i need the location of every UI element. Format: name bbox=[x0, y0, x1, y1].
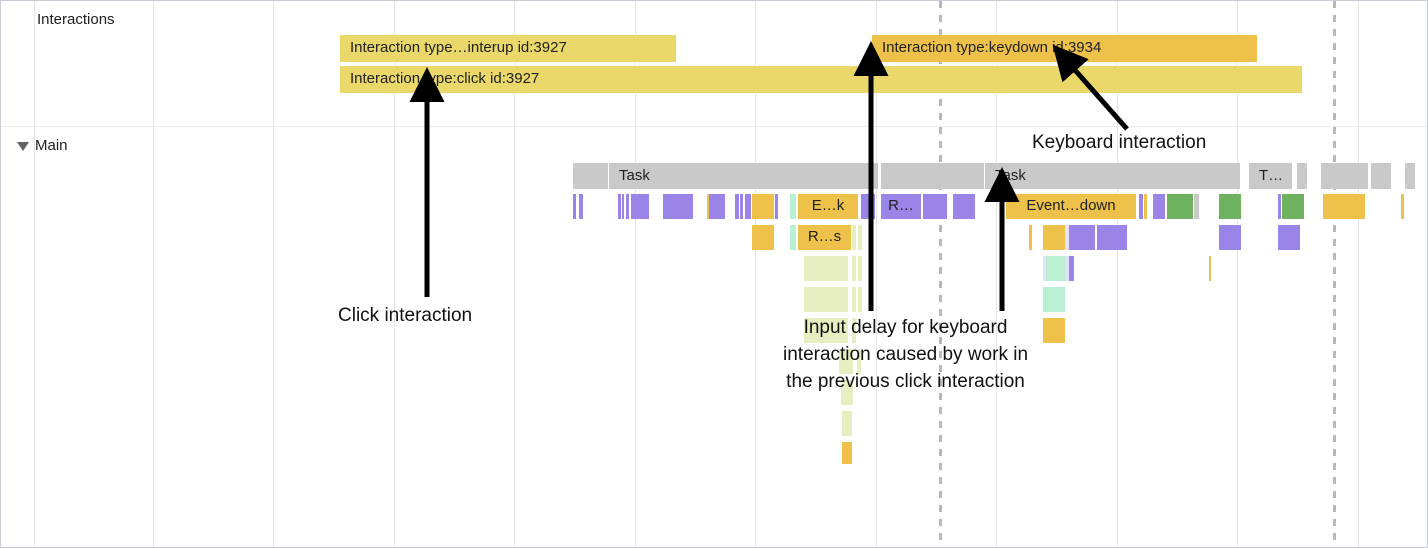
interaction-bar-click[interactable]: Interaction type:click id:3927 bbox=[340, 66, 1302, 93]
task-bar-unlabeled[interactable] bbox=[573, 163, 609, 189]
track-label-interactions[interactable]: Interactions bbox=[37, 11, 115, 28]
flame-block[interactable] bbox=[1194, 194, 1199, 219]
flame-block[interactable] bbox=[579, 194, 583, 219]
flame-block[interactable] bbox=[1209, 256, 1211, 281]
flame-block[interactable] bbox=[663, 194, 693, 219]
triangle-down-icon[interactable] bbox=[17, 141, 29, 151]
flame-block-labeled[interactable]: R… bbox=[881, 194, 921, 219]
flame-block[interactable] bbox=[573, 194, 576, 219]
flame-block[interactable] bbox=[735, 194, 739, 219]
flame-block[interactable] bbox=[858, 225, 862, 250]
flame-block[interactable] bbox=[842, 442, 852, 464]
task-bar-unlabeled[interactable] bbox=[1405, 163, 1416, 189]
flame-block[interactable] bbox=[1065, 225, 1069, 250]
task-bar-unlabeled[interactable] bbox=[1381, 163, 1392, 189]
flame-block[interactable] bbox=[618, 194, 621, 219]
flame-block[interactable] bbox=[1139, 194, 1143, 219]
track-main-text: Main bbox=[35, 137, 68, 154]
flame-block[interactable] bbox=[804, 256, 848, 281]
flame-block[interactable] bbox=[622, 194, 624, 219]
keyboard-arrow bbox=[1052, 44, 1129, 131]
flame-block[interactable] bbox=[1069, 225, 1095, 250]
flame-block[interactable] bbox=[804, 287, 848, 312]
flame-block[interactable] bbox=[745, 194, 751, 219]
flame-block[interactable] bbox=[790, 225, 796, 250]
flame-block[interactable] bbox=[1069, 256, 1074, 281]
flame-block[interactable] bbox=[740, 194, 743, 219]
task-bar-unlabeled[interactable] bbox=[1321, 163, 1369, 189]
flame-block[interactable] bbox=[861, 194, 869, 219]
task-bar[interactable]: T… bbox=[1249, 163, 1293, 189]
flame-block[interactable] bbox=[852, 225, 856, 250]
flame-block[interactable] bbox=[1043, 287, 1065, 312]
flame-block[interactable] bbox=[1046, 256, 1066, 281]
flame-block[interactable] bbox=[1219, 194, 1241, 219]
flame-block[interactable] bbox=[1153, 194, 1165, 219]
flame-block-labeled[interactable]: Event…down bbox=[1006, 194, 1136, 219]
task-bar[interactable]: Task bbox=[609, 163, 879, 189]
flame-block[interactable] bbox=[852, 287, 856, 312]
flame-block[interactable] bbox=[1043, 225, 1065, 250]
task-bar-unlabeled[interactable] bbox=[1297, 163, 1308, 189]
flame-block[interactable] bbox=[839, 349, 853, 374]
track-label-main[interactable]: Main bbox=[17, 137, 68, 154]
flame-block[interactable] bbox=[852, 318, 856, 343]
flame-block-labeled[interactable]: R…s bbox=[798, 225, 851, 250]
flame-block[interactable] bbox=[707, 194, 709, 219]
flame-block[interactable] bbox=[631, 194, 649, 219]
flame-block[interactable] bbox=[752, 194, 774, 219]
flame-block[interactable] bbox=[857, 349, 861, 374]
flame-block[interactable] bbox=[709, 194, 725, 219]
flame-block[interactable] bbox=[1282, 194, 1304, 219]
task-bar-unlabeled[interactable] bbox=[881, 163, 985, 189]
flame-block[interactable] bbox=[1029, 225, 1032, 250]
flame-block[interactable] bbox=[858, 287, 862, 312]
flame-block[interactable] bbox=[1219, 225, 1241, 250]
flame-block[interactable] bbox=[752, 225, 774, 250]
flame-block[interactable] bbox=[841, 380, 853, 405]
flame-block[interactable] bbox=[953, 194, 975, 219]
flame-block[interactable] bbox=[804, 318, 848, 343]
flame-block[interactable] bbox=[1167, 194, 1193, 219]
flame-block[interactable] bbox=[842, 411, 852, 436]
flame-block[interactable] bbox=[852, 256, 856, 281]
interaction-bar-pointer[interactable]: Interaction type…interup id:3927 bbox=[340, 35, 676, 62]
flame-block[interactable] bbox=[790, 194, 796, 219]
flame-block[interactable] bbox=[923, 194, 947, 219]
flame-block[interactable] bbox=[873, 194, 875, 219]
flame-block[interactable] bbox=[1278, 194, 1281, 219]
flame-block[interactable] bbox=[1323, 194, 1365, 219]
flame-block[interactable] bbox=[775, 194, 778, 219]
flame-block[interactable] bbox=[626, 194, 629, 219]
flame-block[interactable] bbox=[1043, 318, 1065, 343]
flame-block[interactable] bbox=[1144, 194, 1147, 219]
flame-block[interactable] bbox=[858, 256, 862, 281]
track-interactions-text: Interactions bbox=[37, 11, 115, 28]
flame-block[interactable] bbox=[1278, 225, 1300, 250]
flame-block[interactable] bbox=[1097, 225, 1127, 250]
flame-block-labeled[interactable]: E…k bbox=[798, 194, 858, 219]
flame-block[interactable] bbox=[1401, 194, 1404, 219]
